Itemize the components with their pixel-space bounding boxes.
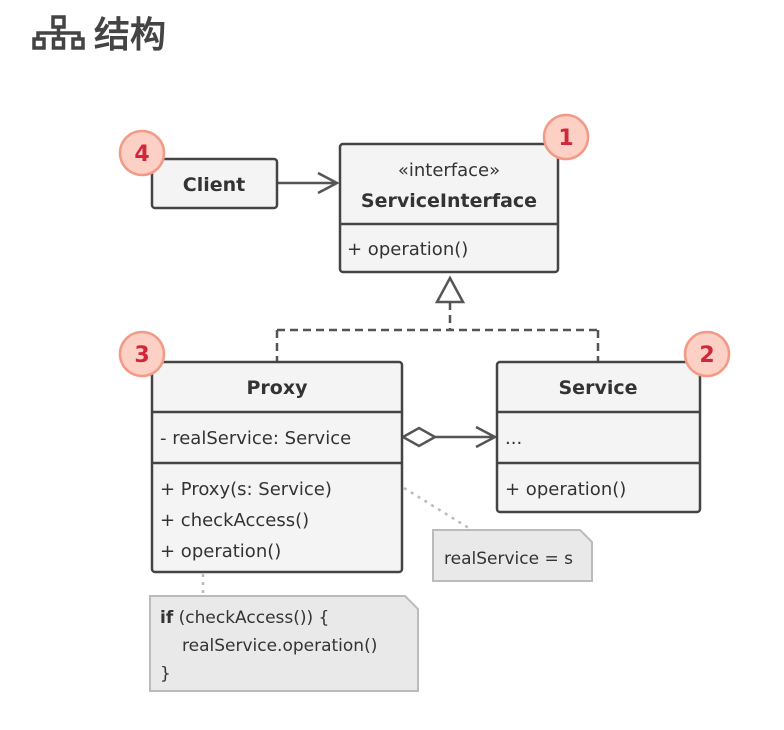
svg-text:4: 4 <box>134 142 149 167</box>
svg-text:...: ... <box>505 428 522 449</box>
svg-text:ServiceInterface: ServiceInterface <box>361 190 537 212</box>
note-operation: if (checkAccess()) { realService.operati… <box>149 595 419 692</box>
svg-text:«interface»: «interface» <box>398 160 500 181</box>
badge-4: 4 <box>118 129 166 177</box>
svg-text:+ checkAccess(): + checkAccess() <box>160 510 309 531</box>
svg-text:if (checkAccess()) {: if (checkAccess()) { <box>160 608 329 628</box>
svg-text:Proxy: Proxy <box>247 377 309 399</box>
svg-text:1: 1 <box>558 126 573 151</box>
note-connector <box>403 486 473 532</box>
svg-text:+ operation(): + operation() <box>347 239 468 260</box>
svg-text:+ operation(): + operation() <box>505 479 626 500</box>
svg-text:realService.operation(): realService.operation() <box>182 636 377 656</box>
aggregation-arrow <box>400 425 498 449</box>
badge-2: 2 <box>683 330 731 378</box>
note-constructor: realService = s <box>432 529 593 582</box>
svg-text:realService = s: realService = s <box>444 549 573 569</box>
section-header: 结构 <box>32 6 166 58</box>
association-arrow <box>278 171 340 195</box>
badge-1: 1 <box>542 113 590 161</box>
realization-connector <box>275 275 600 361</box>
service-interface-class[interactable]: «interface» ServiceInterface + operation… <box>338 142 560 274</box>
badge-3: 3 <box>118 330 166 378</box>
svg-text:- realService: Service: - realService: Service <box>160 428 351 449</box>
section-title: 结构 <box>94 15 167 56</box>
service-class[interactable]: Service ... + operation() <box>495 360 702 514</box>
svg-text:3: 3 <box>134 343 149 368</box>
svg-text:}: } <box>160 664 171 684</box>
proxy-class[interactable]: Proxy - realService: Service + Proxy(s: … <box>150 360 404 574</box>
svg-text:Service: Service <box>559 377 638 399</box>
svg-text:2: 2 <box>699 343 714 368</box>
svg-text:Client: Client <box>183 174 245 196</box>
client-class[interactable]: Client <box>150 157 279 210</box>
hierarchy-icon <box>32 15 85 50</box>
svg-text:+ operation(): + operation() <box>160 541 281 562</box>
svg-text:+ Proxy(s: Service): + Proxy(s: Service) <box>160 479 332 500</box>
